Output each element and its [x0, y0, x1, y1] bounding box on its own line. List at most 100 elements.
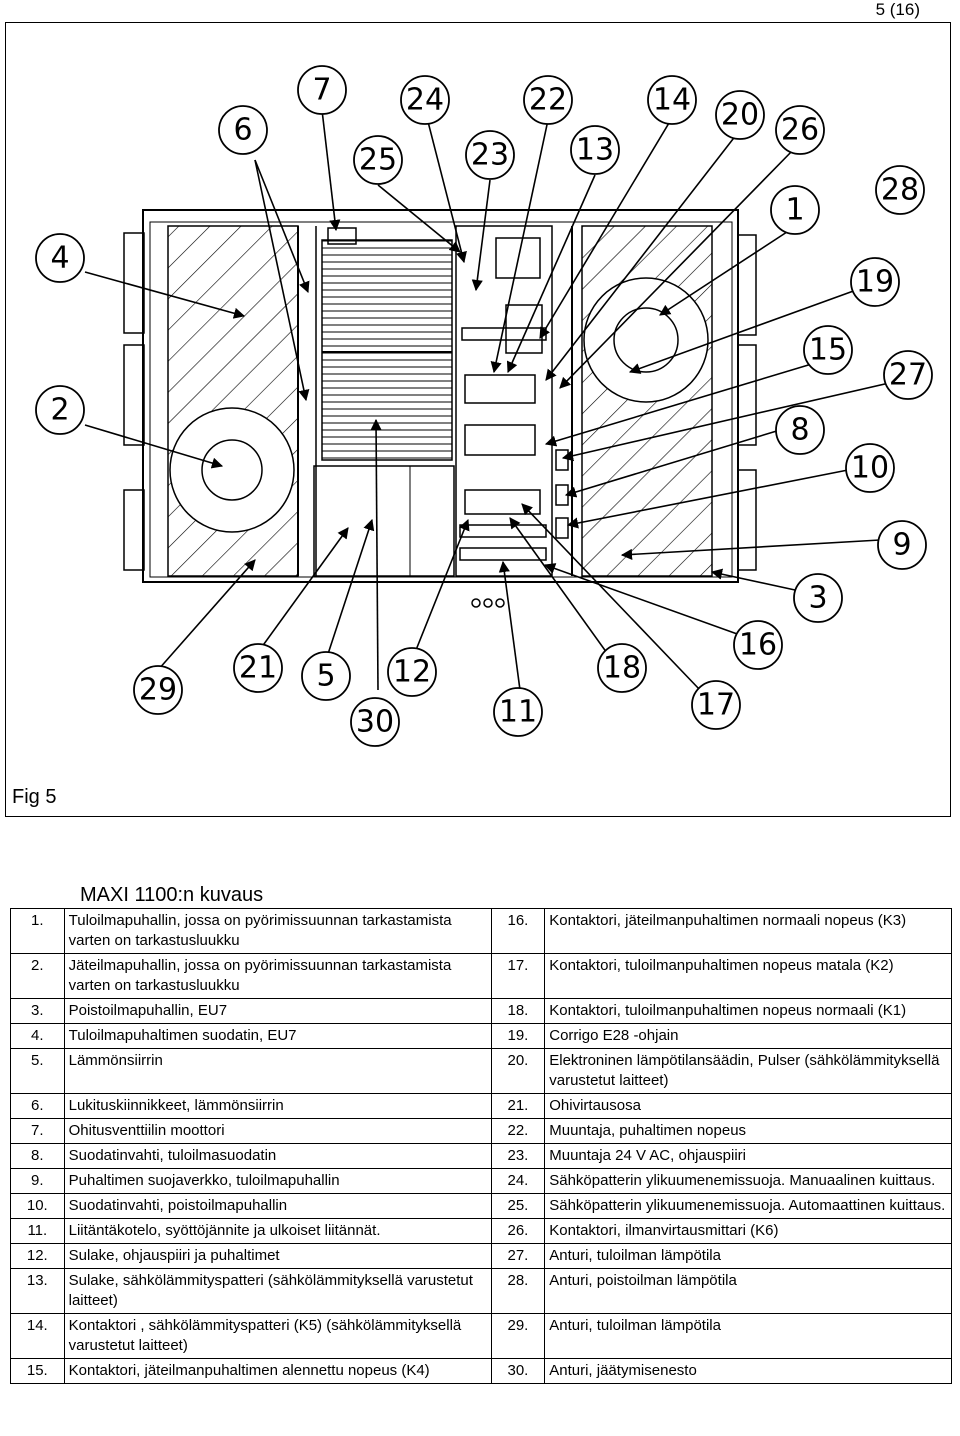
callout-label: 8 [790, 413, 809, 448]
callout-label: 19 [856, 265, 894, 300]
item-text-right: Muuntaja, puhaltimen nopeus [544, 1118, 952, 1144]
item-text-right: Anturi, tuloilman lämpötila [544, 1313, 952, 1359]
item-text-right: Kontaktori, jäteilmanpuhaltimen normaali… [544, 908, 952, 954]
callout-label: 20 [721, 98, 759, 133]
callout-label: 9 [892, 528, 911, 563]
callout-label: 17 [697, 688, 735, 723]
callout-label: 5 [316, 659, 335, 694]
left-fan [169, 407, 295, 533]
callout-label: 10 [851, 451, 889, 486]
item-text-left: Sulake, ohjauspiiri ja puhaltimet [63, 1243, 492, 1269]
item-text-right: Corrigo E28 -ohjain [544, 1023, 952, 1049]
heat-exchanger [321, 239, 453, 461]
callout-label: 13 [576, 133, 614, 168]
item-number-right: 21. [490, 1093, 546, 1119]
item-number-right: 22. [490, 1118, 546, 1144]
item-number-left: 15. [10, 1358, 65, 1384]
item-number-left: 8. [10, 1143, 65, 1169]
item-number-left: 13. [10, 1268, 65, 1314]
item-number-left: 5. [10, 1048, 65, 1094]
page-number: 5 (16) [875, 0, 920, 19]
callout-label: 23 [471, 138, 509, 173]
legend-table: 1.Tuloilmapuhallin, jossa on pyörimissuu… [10, 908, 952, 1384]
item-text-left: Sulake, sähkölämmityspatteri (sähkölämmi… [63, 1268, 492, 1314]
callout-label: 21 [239, 651, 277, 686]
callout-labels: 4 2 6 7 25 24 23 22 13 14 20 26 1 28 19 … [50, 73, 927, 740]
item-number-left: 11. [10, 1218, 65, 1244]
item-number-right: 20. [490, 1048, 546, 1094]
callout-label: 2 [50, 393, 69, 428]
legend-row: 1.Tuloilmapuhallin, jossa on pyörimissuu… [10, 908, 952, 954]
item-number-left: 6. [10, 1093, 65, 1119]
legend-row: 11.Liitäntäkotelo, syöttöjännite ja ulko… [10, 1218, 952, 1244]
callout-label: 4 [50, 241, 69, 276]
item-number-right: 26. [490, 1218, 546, 1244]
item-number-left: 1. [10, 908, 65, 954]
item-text-right: Anturi, tuloilman lämpötila [544, 1243, 952, 1269]
callout-label: 12 [393, 655, 431, 690]
legend-title: MAXI 1100:n kuvaus [80, 884, 264, 906]
legend-row: 9.Puhaltimen suojaverkko, tuloilmapuhall… [10, 1168, 952, 1194]
legend-row: 13.Sulake, sähkölämmityspatteri (sähkölä… [10, 1268, 952, 1314]
callout-label: 24 [406, 83, 444, 118]
item-number-right: 23. [490, 1143, 546, 1169]
item-number-right: 27. [490, 1243, 546, 1269]
callout-label: 22 [529, 83, 567, 118]
item-text-left: Suodatinvahti, poistoilmapuhallin [63, 1193, 492, 1219]
item-text-right: Kontaktori, ilmanvirtausmittari (K6) [544, 1218, 952, 1244]
item-number-left: 10. [10, 1193, 65, 1219]
item-number-left: 12. [10, 1243, 65, 1269]
unit-drawing: 4 2 6 7 25 24 23 22 13 14 20 26 1 28 19 … [35, 65, 933, 747]
item-text-left: Lukituskiinnikkeet, lämmönsiirrin [63, 1093, 492, 1119]
unit-housing [123, 209, 757, 583]
figure-caption: Fig 5 [12, 786, 57, 808]
leader-lines [84, 109, 903, 691]
item-number-left: 3. [10, 998, 65, 1024]
callout-label: 11 [499, 695, 537, 730]
item-text-left: Kontaktori , sähkölämmityspatteri (K5) (… [63, 1313, 492, 1359]
callout-label: 18 [603, 651, 641, 686]
electrical-panel [455, 225, 569, 608]
callout-label: 16 [739, 628, 777, 663]
callout-label: 1 [785, 193, 804, 228]
item-number-right: 24. [490, 1168, 546, 1194]
callout-label: 14 [653, 83, 691, 118]
callout-label: 27 [889, 358, 927, 393]
item-number-right: 30. [490, 1358, 546, 1384]
callout-label: 29 [139, 673, 177, 708]
item-number-right: 29. [490, 1313, 546, 1359]
item-text-right: Kontaktori, tuloilmanpuhaltimen nopeus m… [544, 953, 952, 999]
callout-label: 26 [781, 113, 819, 148]
item-number-left: 2. [10, 953, 65, 999]
item-number-right: 17. [490, 953, 546, 999]
item-text-right: Sähköpatterin ylikuumenemissuoja. Manuaa… [544, 1168, 952, 1194]
item-text-right: Anturi, poistoilman lämpötila [544, 1268, 952, 1314]
item-number-right: 18. [490, 998, 546, 1024]
callout-label: 6 [233, 113, 252, 148]
legend-row: 2.Jäteilmapuhallin, jossa on pyörimissuu… [10, 953, 952, 999]
item-number-right: 19. [490, 1023, 546, 1049]
item-number-right: 28. [490, 1268, 546, 1314]
figure-frame [5, 22, 951, 817]
callout-label: 28 [881, 173, 919, 208]
callout-label: 3 [808, 581, 827, 616]
legend-row: 15.Kontaktori, jäteilmanpuhaltimen alenn… [10, 1358, 952, 1384]
item-text-left: Tuloilmapuhaltimen suodatin, EU7 [63, 1023, 492, 1049]
item-number-left: 4. [10, 1023, 65, 1049]
callout-label: 25 [359, 143, 397, 178]
item-text-right: Kontaktori, tuloilmanpuhaltimen nopeus n… [544, 998, 952, 1024]
item-text-left: Poistoilmapuhallin, EU7 [63, 998, 492, 1024]
legend-row: 14.Kontaktori , sähkölämmityspatteri (K5… [10, 1313, 952, 1359]
item-number-right: 16. [490, 908, 546, 954]
callout-label: 15 [809, 333, 847, 368]
item-text-right: Ohivirtausosa [544, 1093, 952, 1119]
item-text-right: Muuntaja 24 V AC, ohjauspiiri [544, 1143, 952, 1169]
item-text-left: Lämmönsiirrin [63, 1048, 492, 1094]
right-fan [583, 277, 709, 403]
